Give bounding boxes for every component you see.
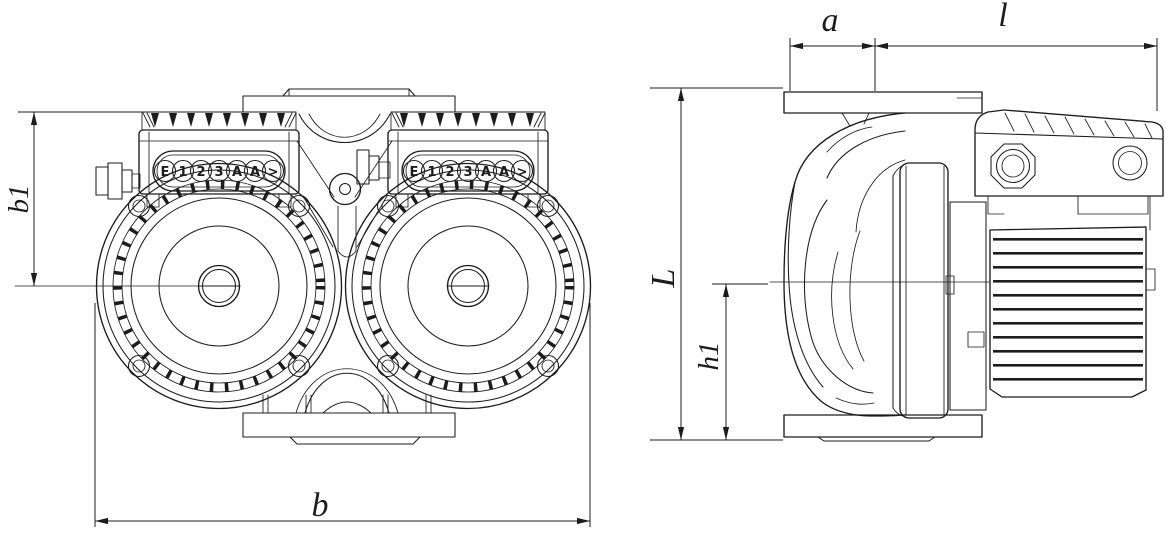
panel-symbol: A [232,165,242,180]
dim-label-l: l [998,0,1007,34]
panel-symbol: 2 [445,165,454,180]
dimension-h1: h1 [693,283,768,440]
dim-label-b: b [312,487,329,524]
dim-label-a: a [822,2,839,39]
panel-symbol: A [481,165,491,180]
side-top-flange [783,91,983,127]
panel-symbol: A [250,165,260,180]
dimension-b1: b1 [3,111,146,286]
cable-gland-center [356,149,391,185]
front-top-flange [242,88,456,113]
conduit-hole [1112,145,1148,181]
terminal-box-right: E 1 2 3 A A > [387,111,549,208]
panel-symbol: 1 [178,165,187,180]
cooling-fins-left [141,111,297,131]
cable-entry-boss [990,143,1036,189]
center-boss [328,172,362,206]
front-bottom-flange [242,394,456,445]
side-bottom-flange [783,414,983,442]
panel-symbol: 2 [196,165,205,180]
panel-symbol: 1 [427,165,436,180]
front-view: E 1 2 3 A A > [14,88,591,445]
dim-label-L: L [645,269,682,289]
panel-symbol: E [410,165,419,180]
motor-body [949,195,1151,411]
panel-symbol: A [499,165,509,180]
terminal-box-left: E 1 2 3 A A > [138,111,300,208]
control-panel-left: E 1 2 3 A A > [152,150,286,192]
control-panel-right: E 1 2 3 A A > [401,150,535,192]
panel-symbol: 3 [214,165,223,180]
dimensions: a l b1 b L h1 [3,0,1158,527]
terminal-box-side [974,109,1164,197]
cable-gland-left [95,162,141,200]
side-view [769,91,1164,442]
pump-head-right [346,164,591,409]
panel-symbol: E [161,165,170,180]
dim-label-b1: b1 [3,185,35,214]
dimension-a: a [789,2,876,91]
dimension-b: b [94,303,591,527]
panel-symbol: > [517,165,528,180]
motor-fins [989,226,1156,398]
dimension-L: L [645,87,783,441]
dim-label-h1: h1 [693,342,725,371]
dimension-l: l [875,0,1158,111]
volute-body [783,112,906,417]
panel-symbol: > [268,165,279,180]
cooling-fins-right [390,111,546,131]
panel-symbol: 3 [463,165,472,180]
stator-housing [892,162,955,419]
